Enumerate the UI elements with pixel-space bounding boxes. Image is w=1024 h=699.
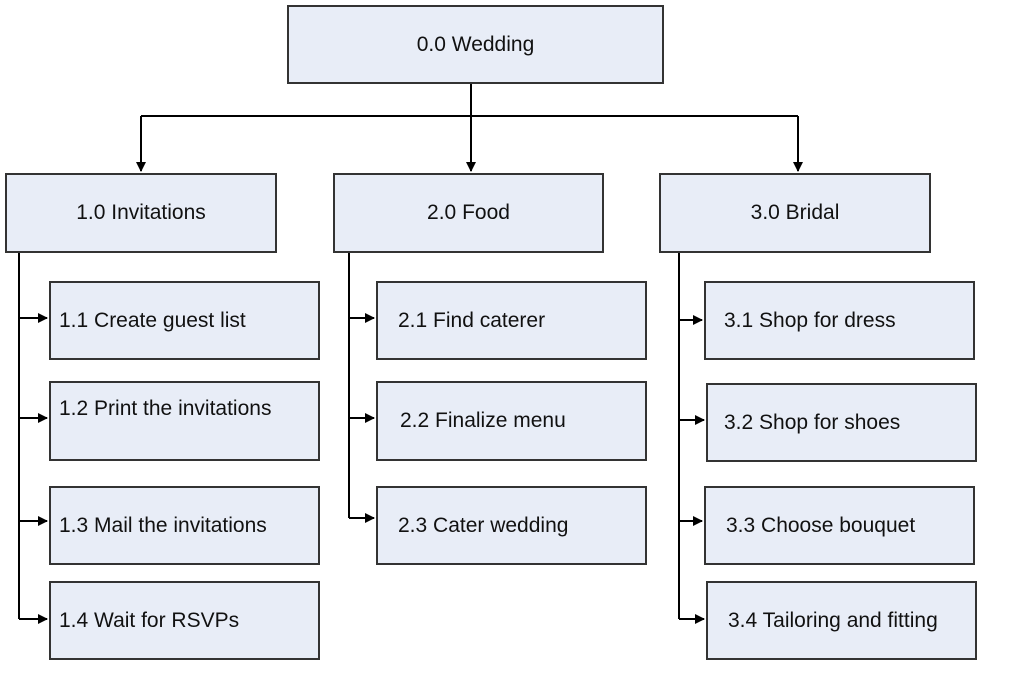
branch-label: 2.0 Food (427, 201, 510, 224)
task-label: 3.1 Shop for dress (724, 308, 896, 332)
task-node-3-3: 3.3 Choose bouquet (704, 486, 975, 565)
task-node-1-3: 1.3 Mail the invitations (49, 486, 320, 565)
task-node-3-2: 3.2 Shop for shoes (706, 383, 977, 462)
task-node-3-1: 3.1 Shop for dress (704, 281, 975, 360)
task-label: 2.2 Finalize menu (400, 409, 566, 432)
branch-node-bridal: 3.0 Bridal (659, 173, 931, 253)
task-label: 1.4 Wait for RSVPs (59, 608, 240, 632)
task-label: 1.2 Print the invitations (59, 397, 272, 420)
root-label: 0.0 Wedding (416, 32, 535, 56)
task-node-1-2: 1.2 Print the invitations (49, 381, 320, 461)
task-label: 3.4 Tailoring and fitting (728, 608, 938, 632)
task-node-2-1: 2.1 Find caterer (376, 281, 647, 360)
task-node-1-4: 1.4 Wait for RSVPs (49, 581, 320, 660)
root-node: 0.0 Wedding (287, 5, 664, 84)
branch-node-food: 2.0 Food (333, 173, 604, 253)
task-node-2-3: 2.3 Cater wedding (376, 486, 647, 565)
branch-label: 1.0 Invitations (76, 201, 206, 224)
branch-label: 3.0 Bridal (750, 201, 840, 224)
branch-node-invitations: 1.0 Invitations (5, 173, 277, 253)
task-node-3-4: 3.4 Tailoring and fitting (706, 581, 977, 660)
task-label: 3.2 Shop for shoes (724, 410, 901, 434)
task-label: 2.3 Cater wedding (398, 513, 569, 537)
task-label: 1.3 Mail the invitations (59, 513, 267, 537)
task-node-1-1: 1.1 Create guest list (49, 281, 320, 360)
task-label: 1.1 Create guest list (59, 308, 246, 332)
task-node-2-2: 2.2 Finalize menu (376, 381, 647, 461)
task-label: 2.1 Find caterer (398, 308, 546, 332)
task-label: 3.3 Choose bouquet (726, 513, 916, 537)
